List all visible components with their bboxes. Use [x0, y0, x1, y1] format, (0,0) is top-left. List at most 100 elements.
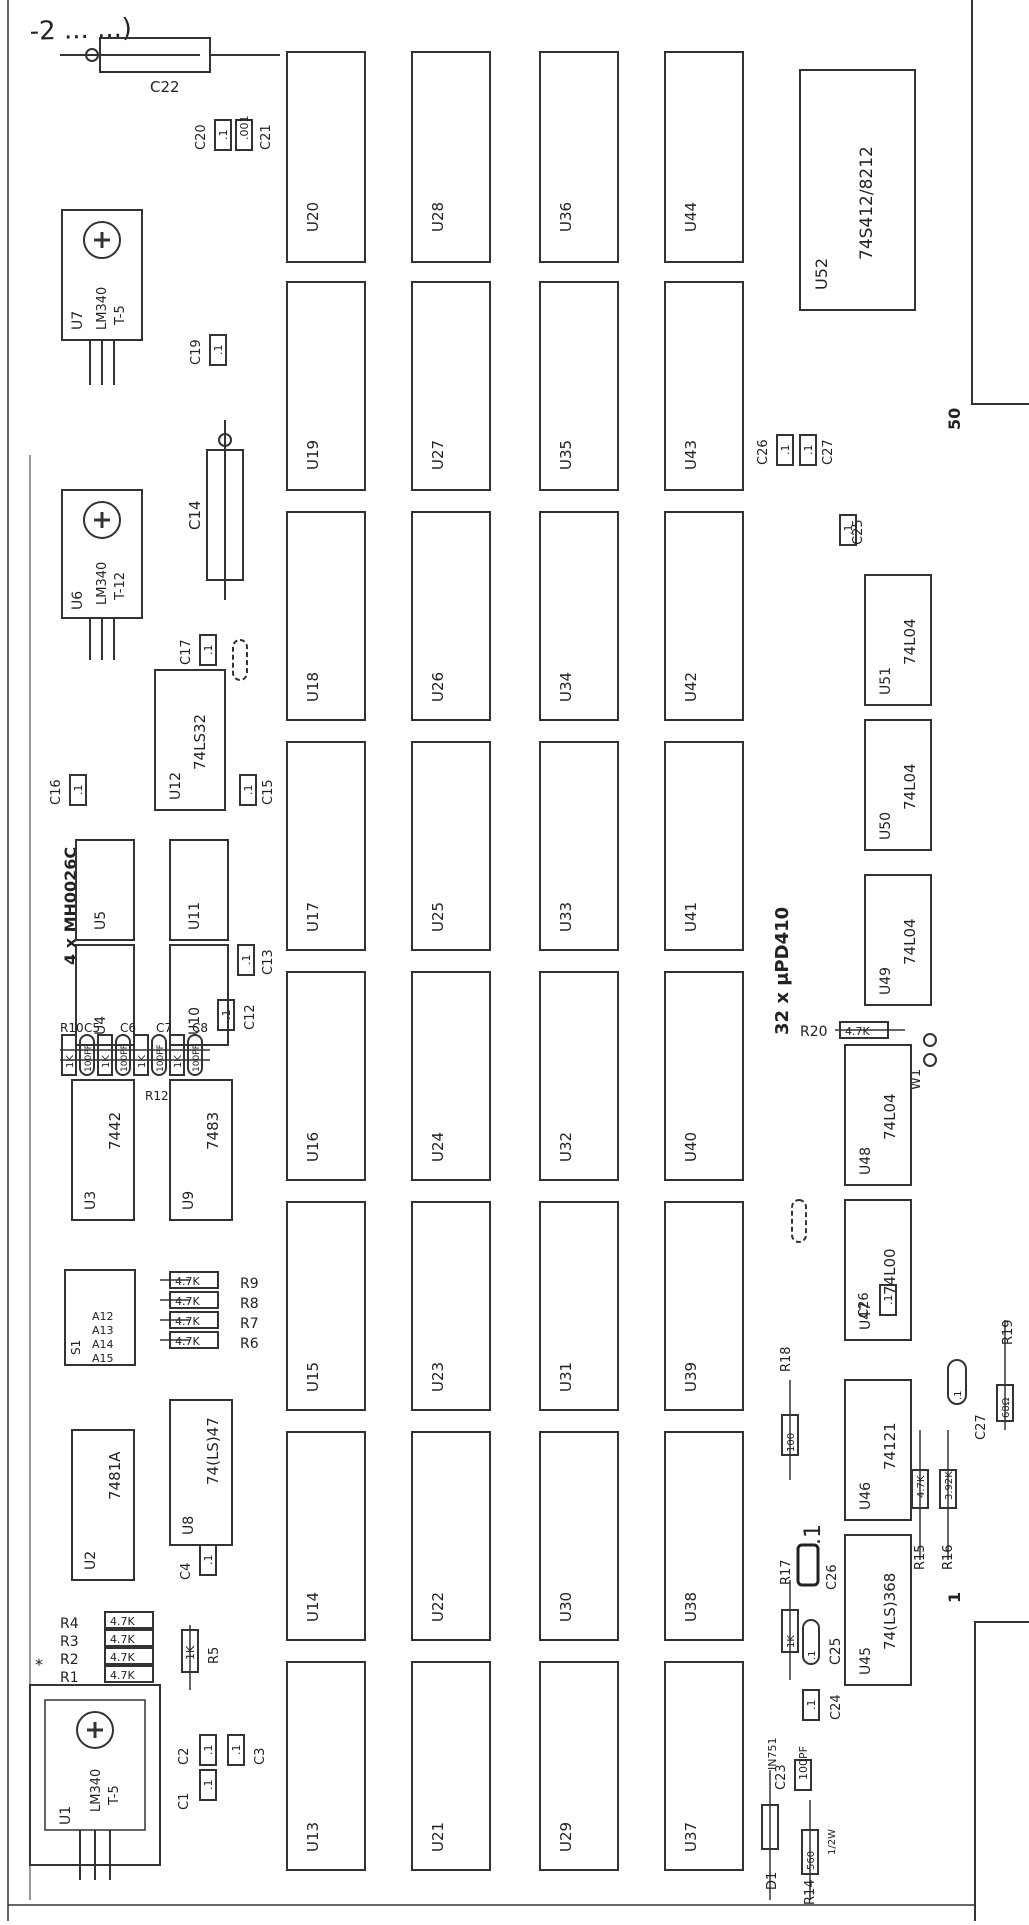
svg-text:74L04: 74L04	[901, 618, 919, 665]
svg-text:R14: R14	[803, 1879, 818, 1905]
jumper-w1: W1	[909, 1033, 937, 1090]
ic-u47: U47 74L00	[844, 1199, 912, 1341]
memory-chip-label: U15	[304, 1362, 322, 1392]
ic-u11: U11	[169, 839, 229, 941]
svg-text:C25: C25	[828, 1637, 844, 1665]
ic-u9: U9 7483	[169, 1079, 233, 1221]
capacitor-c3: .1 C3	[227, 1734, 268, 1766]
svg-text:C16: C16	[49, 779, 64, 805]
svg-text:R12: R12	[145, 1089, 169, 1103]
svg-text:1/2W: 1/2W	[827, 1829, 838, 1855]
svg-text:R10: R10	[60, 1021, 84, 1035]
memory-chip	[539, 741, 619, 951]
svg-text:U8: U8	[181, 1516, 197, 1535]
capacitor-c23: .1 C27	[947, 1359, 989, 1440]
memory-chip-label: U36	[557, 202, 575, 232]
board-outline	[7, 0, 1029, 1921]
ic-u50: U50 74L04	[864, 719, 932, 851]
svg-text:R18: R18	[779, 1346, 794, 1372]
memory-chip	[286, 281, 366, 491]
capacitor-c12: .1 C16	[49, 774, 87, 806]
memory-chip-label: U24	[429, 1132, 447, 1162]
svg-text:R5: R5	[207, 1647, 222, 1664]
memory-chip	[411, 741, 491, 951]
svg-text:4.7K: 4.7K	[175, 1315, 200, 1328]
svg-text:C24: C24	[829, 1694, 844, 1720]
capacitor-c4: .1 C4	[179, 1544, 217, 1580]
svg-text:C20: C20	[194, 124, 209, 150]
capacitor-c27: .1 C27	[799, 434, 836, 466]
memory-chip-label: U22	[429, 1592, 447, 1622]
svg-text:100PF: 100PF	[192, 1044, 202, 1072]
memory-chip-label: U25	[429, 902, 447, 932]
memory-chip-label: U42	[682, 672, 700, 702]
svg-text:4.7K: 4.7K	[110, 1615, 135, 1628]
resistor-r16: 100 R18	[779, 1346, 799, 1480]
memory-chip-label: U20	[304, 202, 322, 232]
svg-text:4.7K: 4.7K	[845, 1025, 870, 1038]
svg-text:74S412/8212: 74S412/8212	[857, 146, 877, 260]
capacitor-c17: .001 C21	[235, 116, 274, 151]
svg-text:U48: U48	[858, 1147, 874, 1175]
memory-chip	[664, 1661, 744, 1871]
ic-u3: U3 7442	[71, 1079, 135, 1221]
memory-chip-label: U30	[557, 1592, 575, 1622]
svg-text:C19: C19	[189, 339, 204, 365]
memory-chip-label: U31	[557, 1362, 575, 1392]
svg-text:.1: .1	[212, 345, 225, 356]
svg-text:.1: .1	[202, 645, 215, 656]
svg-text:4.7K: 4.7K	[110, 1651, 135, 1664]
svg-text:C2: C2	[177, 1748, 192, 1765]
svg-text:C17: C17	[179, 639, 194, 665]
svg-text:C25: C25	[851, 519, 866, 545]
capacitor-c19: 100PF C23	[774, 1746, 812, 1791]
svg-text:74L04: 74L04	[881, 1093, 899, 1140]
svg-text:U5: U5	[93, 911, 109, 930]
svg-text:4.7K: 4.7K	[916, 1475, 927, 1498]
memory-chip-label: U43	[682, 440, 700, 470]
svg-text:1K: 1K	[786, 1635, 797, 1648]
svg-text:C4: C4	[179, 1563, 194, 1580]
capacitor-c16: .1 C20	[194, 119, 232, 151]
regulator-part: LM340	[95, 562, 110, 605]
capacitor-c2: .1 C2	[177, 1734, 217, 1766]
svg-text:100PF: 100PF	[156, 1044, 166, 1072]
memory-chip-label: U33	[557, 902, 575, 932]
svg-text:U9: U9	[181, 1191, 197, 1210]
svg-text:.001: .001	[238, 116, 251, 141]
svg-text:R15: R15	[913, 1544, 928, 1570]
svg-text:.1: .1	[953, 1390, 964, 1400]
regulator-suffix: T-12	[113, 572, 128, 601]
capacitor-c25: .1 C25	[839, 514, 866, 546]
regulator-ref: U6	[70, 591, 86, 610]
svg-text:C21: C21	[259, 124, 274, 150]
memory-chip-label: U19	[304, 440, 322, 470]
memory-chip	[664, 971, 744, 1181]
svg-text:3.92K: 3.92K	[944, 1471, 955, 1500]
svg-text:U2: U2	[83, 1551, 99, 1570]
resistor-bank-r1-r4: 4.7K 4.7K 4.7K 4.7K R4 R3 R2 R1 *	[35, 1611, 154, 1686]
svg-text:74LS32: 74LS32	[191, 714, 209, 770]
memory-note: 32 x μPD410	[772, 907, 793, 1035]
svg-text:1K: 1K	[184, 1645, 197, 1660]
svg-text:4.7K: 4.7K	[110, 1669, 135, 1682]
svg-text:74(LS)368: 74(LS)368	[881, 1573, 899, 1650]
memory-chip-label: U35	[557, 440, 575, 470]
memory-chip	[286, 741, 366, 951]
svg-text:.1: .1	[240, 955, 253, 966]
svg-text:C27: C27	[821, 439, 836, 465]
memory-chip	[411, 281, 491, 491]
svg-text:A12: A12	[92, 1310, 114, 1323]
memory-chip-label: U27	[429, 440, 447, 470]
svg-text:C15: C15	[261, 779, 276, 805]
resistor-r15: 1K R17	[779, 1559, 799, 1680]
svg-text:.1: .1	[242, 785, 255, 796]
svg-text:4.7K: 4.7K	[175, 1295, 200, 1308]
svg-text:.1: .1	[72, 785, 85, 796]
svg-text:R19: R19	[1001, 1319, 1016, 1345]
memory-chip-label: U39	[682, 1362, 700, 1392]
memory-chip-label: U37	[682, 1822, 700, 1852]
svg-text:U12: U12	[168, 772, 184, 800]
memory-chip-label: U23	[429, 1362, 447, 1392]
memory-chip	[286, 51, 366, 263]
